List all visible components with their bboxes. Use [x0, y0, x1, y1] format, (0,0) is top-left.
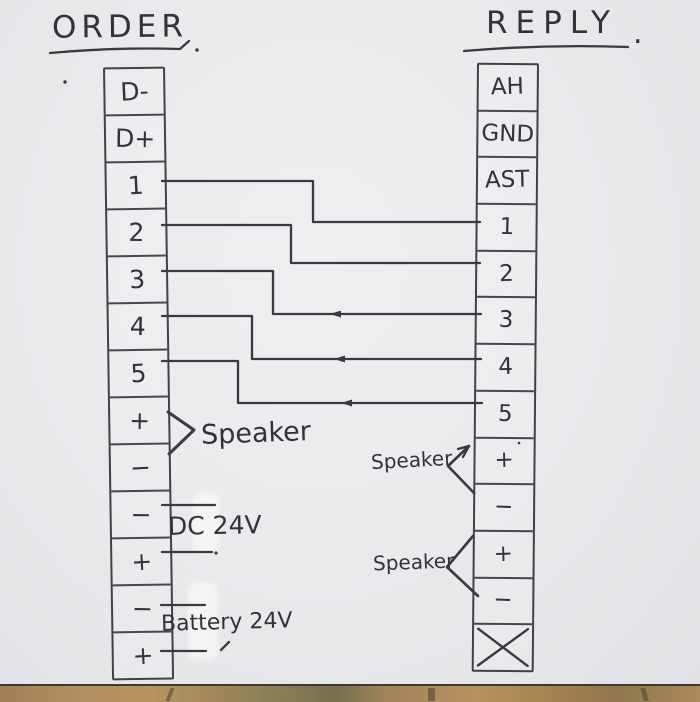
pin-label: AST [484, 166, 530, 194]
order-cell-2: 2 [107, 209, 166, 258]
pen-dot [63, 80, 67, 84]
pin-label: AH [490, 73, 525, 101]
speaker-bracket-arrowhead [456, 444, 471, 459]
wire-pin2 [160, 223, 482, 265]
crossed-out-x-mark [474, 625, 532, 670]
whiteout-patch [193, 492, 219, 554]
wire-arrowhead [341, 399, 352, 407]
order-cell-d-plus: D+ [105, 115, 165, 164]
order-cell-speaker-minus: − [110, 444, 170, 493]
speaker-label-left: Speaker [200, 416, 312, 451]
pin-label: − [129, 499, 152, 530]
pin-label: 3 [128, 264, 146, 295]
wire-pin3 [160, 269, 483, 316]
reply-cell-1: 1 [477, 204, 536, 252]
reply-title-underline [462, 44, 630, 53]
wire-pin5 [160, 359, 484, 405]
order-column-title: ORDER [51, 8, 189, 46]
pin-label: + [494, 447, 515, 474]
reply-cell-2: 2 [476, 251, 536, 299]
pin-label: − [493, 587, 514, 614]
pin-label: 4 [129, 311, 146, 342]
reply-cell-5: 5 [475, 391, 535, 439]
reply-cell-speaker2-plus: + [474, 531, 533, 579]
order-cell-speaker-plus: + [109, 397, 169, 446]
pin-label: 1 [498, 213, 515, 241]
pin-label: 3 [497, 307, 514, 334]
pin-label: 5 [497, 400, 513, 427]
pin-label: + [493, 540, 514, 567]
pin-label: − [494, 493, 515, 521]
pin-label: 5 [129, 358, 148, 389]
order-cell-3: 3 [107, 256, 167, 305]
order-cell-dc-minus: − [111, 491, 170, 540]
reply-cell-unused [474, 625, 532, 670]
wood-grain-mark [165, 688, 175, 701]
battery-24v-label: Battery 24V [160, 608, 293, 637]
whiteout-patch [188, 582, 218, 660]
wood-grain-mark [428, 688, 435, 701]
speaker-bracket-left [166, 410, 196, 456]
pin-label: 4 [497, 353, 513, 381]
pin-label: D+ [114, 123, 156, 154]
speaker-label-right-top: Speaker [370, 445, 453, 475]
pin-label: 2 [128, 217, 145, 248]
reply-cell-speaker1-minus: − [474, 484, 534, 533]
order-cell-1: 1 [106, 162, 166, 211]
pin-label: − [128, 452, 152, 483]
pen-tick [219, 640, 231, 652]
reply-cell-4: 4 [476, 344, 535, 393]
dc-24v-label: DC 24V [167, 510, 262, 541]
reply-cell-gnd: GND [478, 111, 537, 159]
order-cell-battery-plus: + [113, 633, 172, 679]
reply-column-title: REPLY [486, 5, 618, 41]
reply-title-punctuation: . [633, 16, 643, 51]
reply-cell-ah: AH [478, 64, 537, 112]
pen-dot [195, 48, 199, 52]
order-cell-5: 5 [109, 350, 168, 399]
wire-pin1 [160, 179, 482, 224]
order-terminal-strip: D- D+ 1 2 3 4 5 + − − + − + [103, 66, 175, 681]
order-cell-d-minus: D- [105, 68, 164, 117]
reply-terminal-strip: AH GND AST 1 2 3 4 5 + − + − [471, 62, 539, 673]
reply-cell-speaker1-plus: + [475, 438, 534, 486]
reply-cell-ast: AST [477, 158, 537, 206]
pin-label: + [130, 546, 153, 577]
pin-label: 1 [127, 170, 145, 201]
pin-label: − [131, 593, 153, 624]
speaker-label-right-bottom: Speaker [372, 548, 455, 576]
reply-cell-speaker2-minus: − [474, 578, 533, 626]
wood-grain-mark [640, 688, 649, 701]
pin-label: + [128, 405, 150, 436]
pin-label: GND [480, 119, 535, 148]
pin-label: D- [119, 76, 150, 107]
wood-table-edge [0, 684, 700, 702]
wire-arrowhead [334, 355, 345, 363]
reply-cell-3: 3 [476, 298, 535, 346]
order-cell-4: 4 [108, 303, 168, 352]
wire-arrowhead [330, 310, 341, 318]
wire-pin4 [160, 314, 483, 361]
order-cell-dc-plus: + [112, 538, 171, 587]
pin-label: 2 [498, 260, 514, 287]
pin-label: + [131, 640, 154, 671]
